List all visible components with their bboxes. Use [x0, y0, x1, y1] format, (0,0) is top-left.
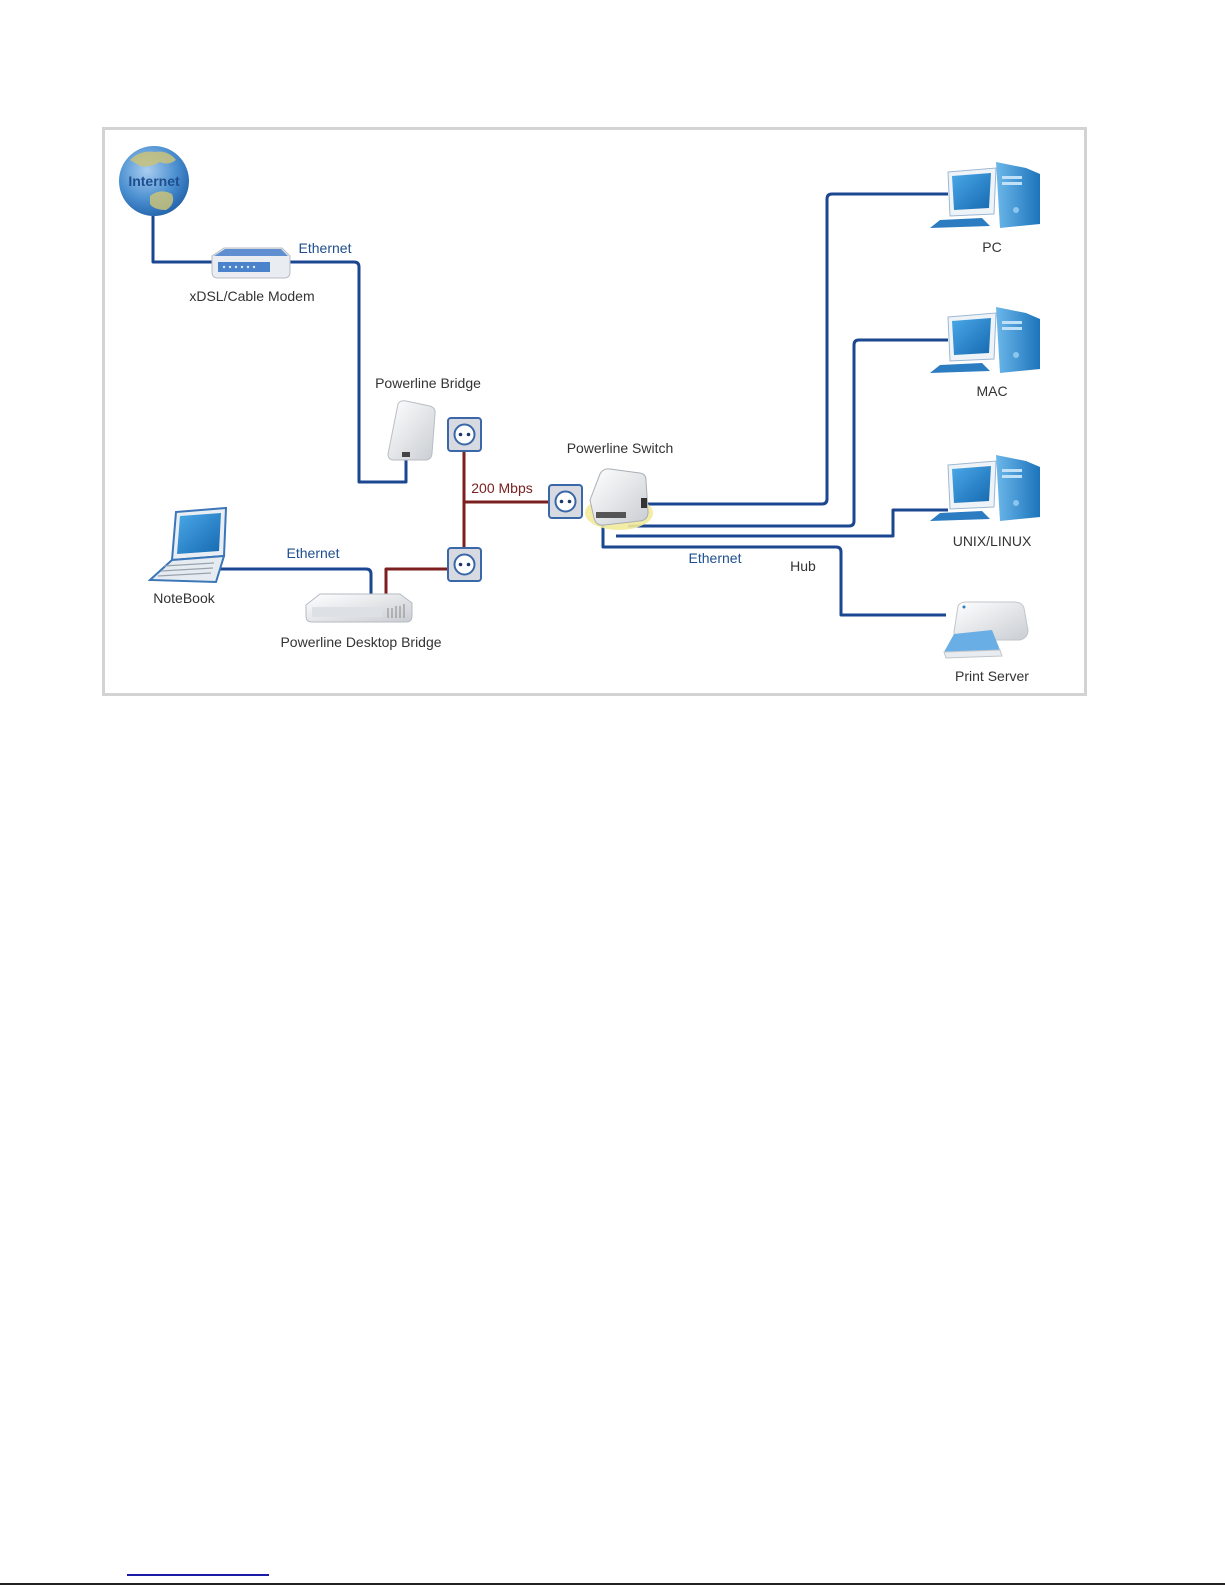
link-switch-printserver [603, 520, 946, 615]
pc-label: PC [982, 239, 1001, 255]
link-switch-mac [628, 340, 948, 526]
link-switch-unix [616, 510, 948, 536]
notebook-label: NoteBook [153, 590, 215, 606]
network-diagram: Internet [0, 0, 1225, 720]
modem-icon [212, 248, 290, 278]
hub-label: Hub [790, 558, 816, 574]
powerline-bridge-icon [388, 401, 435, 460]
wall-socket-1 [448, 418, 481, 451]
footer-rule [127, 1574, 269, 1576]
link-switch-pc [648, 194, 948, 504]
powerline-speed-label: 200 Mbps [471, 480, 532, 496]
desktop-bridge-icon [306, 594, 412, 622]
powerline-switch-label: Powerline Switch [567, 440, 674, 456]
mac-label: MAC [976, 383, 1007, 399]
internet-globe-icon: Internet [119, 146, 189, 216]
internet-label: Internet [128, 173, 180, 189]
wall-socket-3 [448, 548, 481, 581]
desktop-bridge-label: Powerline Desktop Bridge [280, 634, 441, 650]
ethernet-label-modem: Ethernet [299, 240, 352, 256]
print-server-printer-icon [944, 602, 1028, 658]
print-server-label: Print Server [955, 668, 1029, 684]
wall-socket-2 [549, 485, 582, 518]
ethernet-label-notebook: Ethernet [287, 545, 340, 561]
link-notebook-desktop-bridge [217, 569, 371, 594]
powerline-switch-icon [585, 469, 653, 530]
powerline-bridge-label: Powerline Bridge [375, 375, 481, 391]
link-internet-modem [153, 216, 212, 262]
modem-label: xDSL/Cable Modem [189, 288, 314, 304]
link-desktop-bridge-socket [386, 569, 448, 594]
unix-linux-label: UNIX/LINUX [953, 533, 1032, 549]
ethernet-label-switch: Ethernet [689, 550, 742, 566]
notebook-icon [150, 508, 226, 582]
